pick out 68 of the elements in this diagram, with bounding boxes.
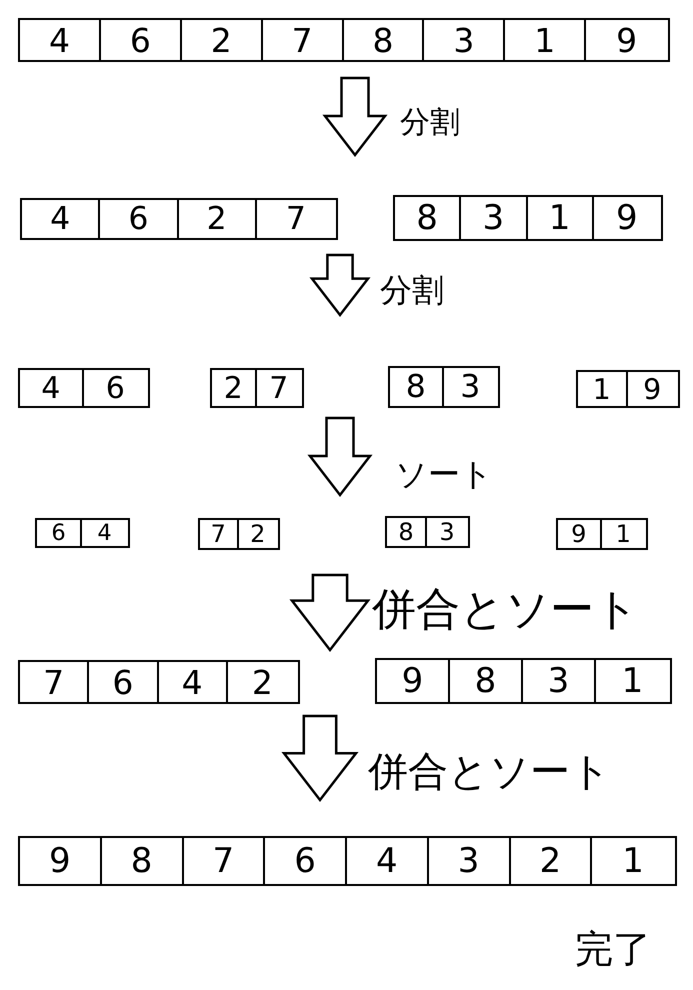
array-cell: 8 [387, 518, 427, 546]
array-cell: 6 [265, 838, 347, 884]
array-cell: 8 [450, 660, 523, 702]
array-cell: 7 [262, 20, 344, 60]
array-cell: 8 [344, 20, 424, 60]
array-cell: 9 [558, 520, 602, 548]
array-cell: 8 [102, 838, 184, 884]
step-label: 完了 [575, 930, 651, 968]
array-box [556, 518, 648, 550]
array-cell: 1 [528, 197, 594, 239]
array-cell: 1 [602, 520, 645, 548]
array-cell: 2 [238, 520, 277, 548]
array-cell: 2 [228, 662, 297, 702]
array-box [210, 368, 304, 408]
array-cell: 2 [212, 370, 256, 406]
array-cell: 4 [158, 662, 228, 702]
array-cell: 2 [510, 838, 592, 884]
array-cell: 8 [390, 368, 444, 406]
array-cell: 9 [586, 20, 667, 60]
array-cell: 1 [505, 20, 586, 60]
array-cell: 6 [84, 370, 147, 406]
array-box [576, 370, 680, 408]
array-cell: 3 [427, 518, 467, 546]
step-label: ソート [395, 458, 493, 490]
array-cell: 7 [256, 200, 335, 238]
array-cell: 4 [347, 838, 429, 884]
array-cell: 9 [594, 197, 660, 239]
array-cell: 4 [82, 520, 127, 546]
array-cell: 7 [20, 662, 90, 702]
array-box [35, 518, 130, 548]
array-box [18, 836, 677, 886]
array-cell: 6 [100, 200, 178, 238]
array-cell: 4 [20, 20, 101, 60]
array-cell: 7 [184, 838, 266, 884]
step-label: 併合とソート [372, 588, 639, 632]
array-cell: 9 [628, 372, 677, 406]
array-box [385, 516, 470, 548]
array-cell: 1 [578, 372, 628, 406]
array-cell: 4 [20, 370, 84, 406]
array-cell: 6 [37, 520, 82, 546]
array-cell: 4 [22, 200, 100, 238]
step-label: 分割 [380, 274, 444, 306]
array-box [20, 198, 338, 240]
array-box [18, 660, 300, 704]
step-label: 併合とソート [368, 752, 611, 792]
array-box [18, 18, 670, 62]
array-cell: 3 [424, 20, 506, 60]
array-cell: 7 [200, 520, 238, 548]
array-box [393, 195, 663, 241]
array-cell: 8 [395, 197, 462, 239]
array-cell: 6 [100, 20, 182, 60]
array-cell: 7 [256, 370, 301, 406]
array-box [18, 368, 150, 408]
array-cell: 1 [596, 660, 669, 702]
array-cell: 9 [377, 660, 450, 702]
array-box [198, 518, 280, 550]
array-cell: 1 [592, 838, 674, 884]
array-cell: 2 [182, 20, 263, 60]
array-cell: 2 [178, 200, 257, 238]
array-box [388, 366, 500, 408]
array-cell: 3 [428, 838, 510, 884]
array-cell: 3 [523, 660, 596, 702]
step-label: 分割 [400, 108, 460, 138]
array-cell: 3 [461, 197, 528, 239]
array-cell: 3 [444, 368, 497, 406]
array-cell: 9 [20, 838, 102, 884]
array-box [375, 658, 672, 704]
array-cell: 6 [89, 662, 158, 702]
